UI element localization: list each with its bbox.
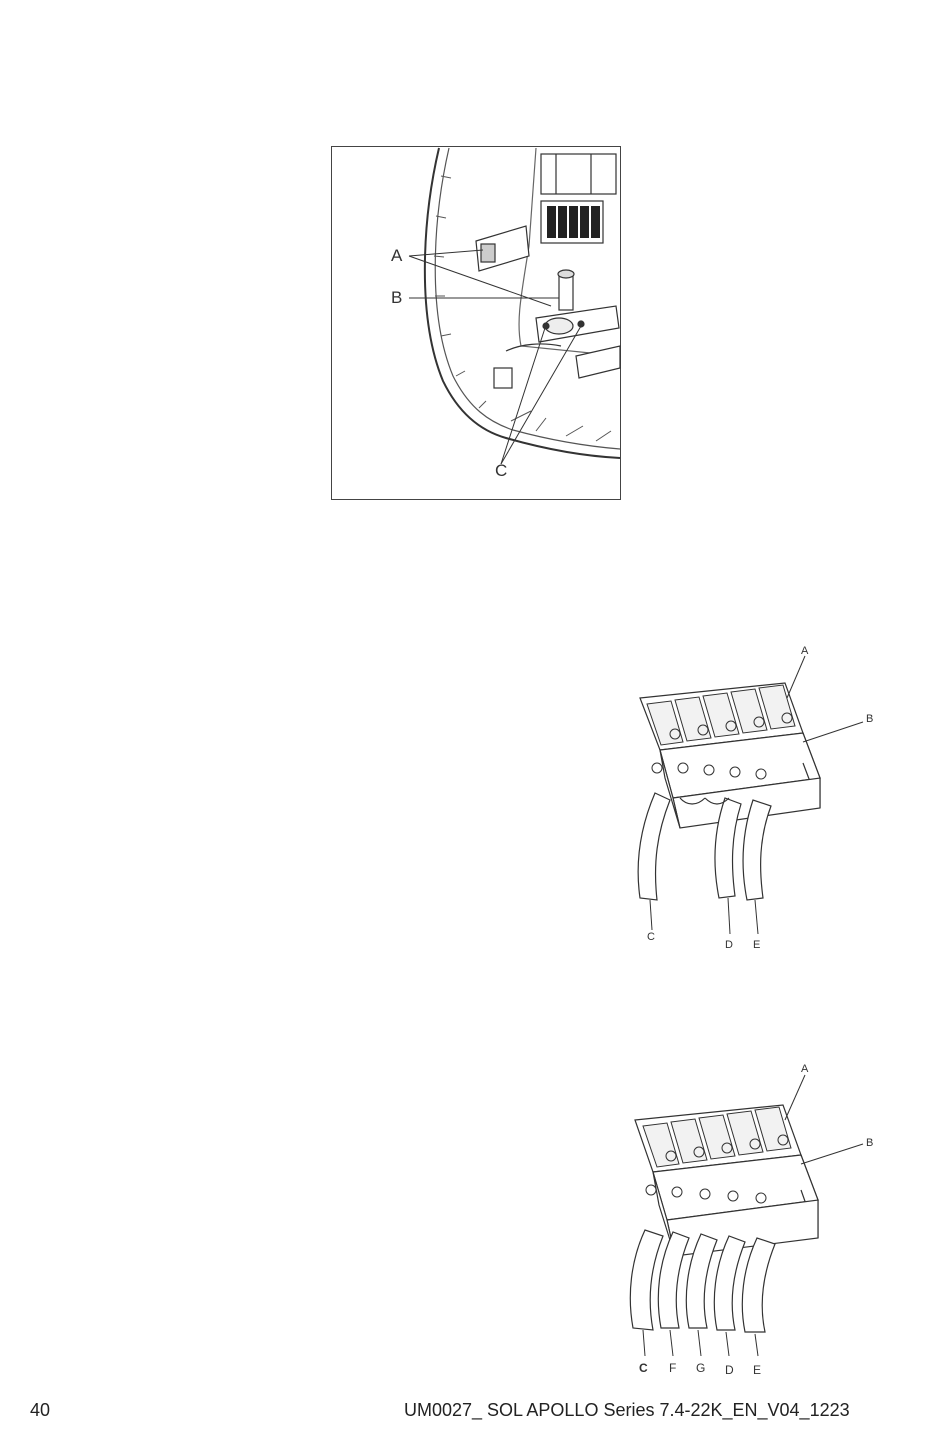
top-component-block: [541, 154, 616, 194]
label-c: C: [639, 1361, 648, 1375]
label-d: D: [725, 1363, 734, 1377]
cables: [630, 1230, 775, 1332]
label-c: C: [495, 461, 507, 480]
label-c: C: [647, 931, 655, 943]
terminal-block: [541, 201, 603, 243]
label-b: B: [866, 1137, 873, 1149]
label-a: A: [801, 645, 809, 657]
label-e: E: [753, 939, 760, 951]
page-number: 40: [30, 1400, 50, 1421]
label-a: A: [801, 1063, 809, 1075]
document-id: UM0027_ SOL APOLLO Series 7.4-22K_EN_V04…: [404, 1400, 850, 1421]
cable-f: [658, 1232, 689, 1328]
label-f: F: [669, 1361, 676, 1375]
figure-enclosure-interior: A B C: [331, 146, 621, 501]
figure-connector-five-wires: A B C F G D E: [625, 1060, 885, 1385]
figure-connector-three-wires: A B C D E: [625, 638, 885, 958]
label-d: D: [725, 939, 733, 951]
cable-c: [638, 793, 670, 900]
label-g: G: [696, 1361, 705, 1375]
cable-c: [630, 1230, 663, 1330]
label-e: E: [753, 1363, 761, 1377]
connector-illustration-3: A B C D E: [625, 638, 885, 958]
label-b: B: [391, 288, 402, 307]
cable-e: [742, 1238, 775, 1332]
label-a: A: [391, 246, 403, 265]
label-b: B: [866, 713, 873, 725]
enclosure-illustration: A B C: [331, 146, 621, 501]
connector-illustration-5: A B C F G D E: [625, 1060, 885, 1385]
